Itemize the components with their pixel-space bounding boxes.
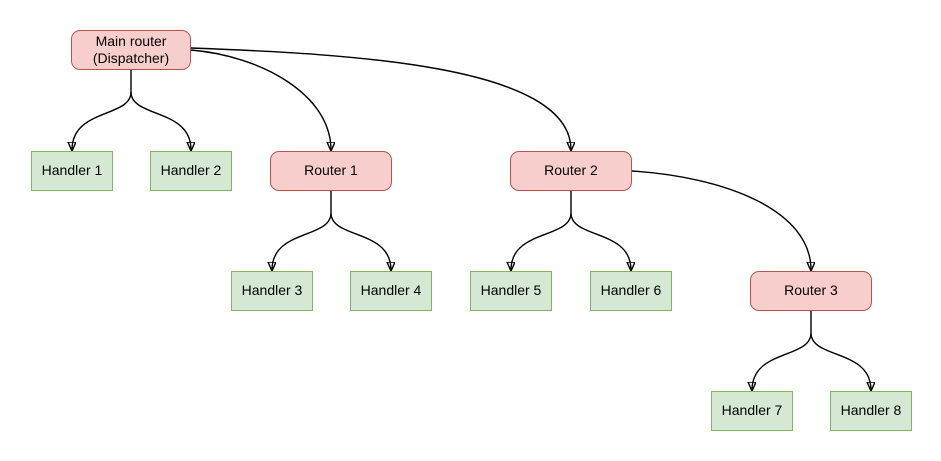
node-handler-3: Handler 3 bbox=[231, 271, 313, 311]
node-router-3: Router 3 bbox=[750, 271, 872, 311]
node-handler-5-label: Handler 5 bbox=[480, 282, 542, 299]
edge-main-router-to-router-1 bbox=[190, 49, 331, 150]
edge-router-2-to-router-3 bbox=[631, 170, 811, 270]
node-handler-1: Handler 1 bbox=[31, 151, 113, 191]
node-handler-8: Handler 8 bbox=[830, 391, 912, 431]
edge-main-router-to-router-2 bbox=[190, 47, 571, 150]
node-handler-4-label: Handler 4 bbox=[360, 282, 422, 299]
node-handler-2: Handler 2 bbox=[150, 151, 232, 191]
edge-main-router-to-handler-1 bbox=[72, 91, 132, 150]
node-handler-8-label: Handler 8 bbox=[840, 402, 902, 419]
node-router-2-label: Router 2 bbox=[544, 162, 598, 179]
node-handler-7: Handler 7 bbox=[711, 391, 793, 431]
node-main-router: Main router (Dispatcher) bbox=[71, 30, 191, 70]
node-router-1: Router 1 bbox=[270, 151, 392, 191]
edge-router-3-to-handler-7 bbox=[752, 332, 812, 390]
edge-router-1-to-handler-4 bbox=[330, 212, 391, 270]
node-router-1-label: Router 1 bbox=[304, 162, 358, 179]
node-handler-2-label: Handler 2 bbox=[160, 162, 222, 179]
node-handler-1-label: Handler 1 bbox=[41, 162, 103, 179]
node-handler-6-label: Handler 6 bbox=[600, 282, 662, 299]
edge-router-1-to-handler-3 bbox=[272, 212, 332, 270]
node-handler-5: Handler 5 bbox=[470, 271, 552, 311]
node-main-router-label: Main router (Dispatcher) bbox=[92, 32, 170, 67]
edge-router-2-to-handler-6 bbox=[570, 212, 631, 270]
edge-router-3-to-handler-8 bbox=[810, 332, 871, 390]
node-router-2: Router 2 bbox=[510, 151, 632, 191]
edge-main-router-to-handler-2 bbox=[130, 91, 191, 150]
node-router-3-label: Router 3 bbox=[784, 282, 838, 299]
node-handler-7-label: Handler 7 bbox=[721, 402, 783, 419]
edge-router-2-to-handler-5 bbox=[511, 212, 572, 270]
node-handler-6: Handler 6 bbox=[590, 271, 672, 311]
node-handler-3-label: Handler 3 bbox=[241, 282, 303, 299]
node-handler-4: Handler 4 bbox=[350, 271, 432, 311]
